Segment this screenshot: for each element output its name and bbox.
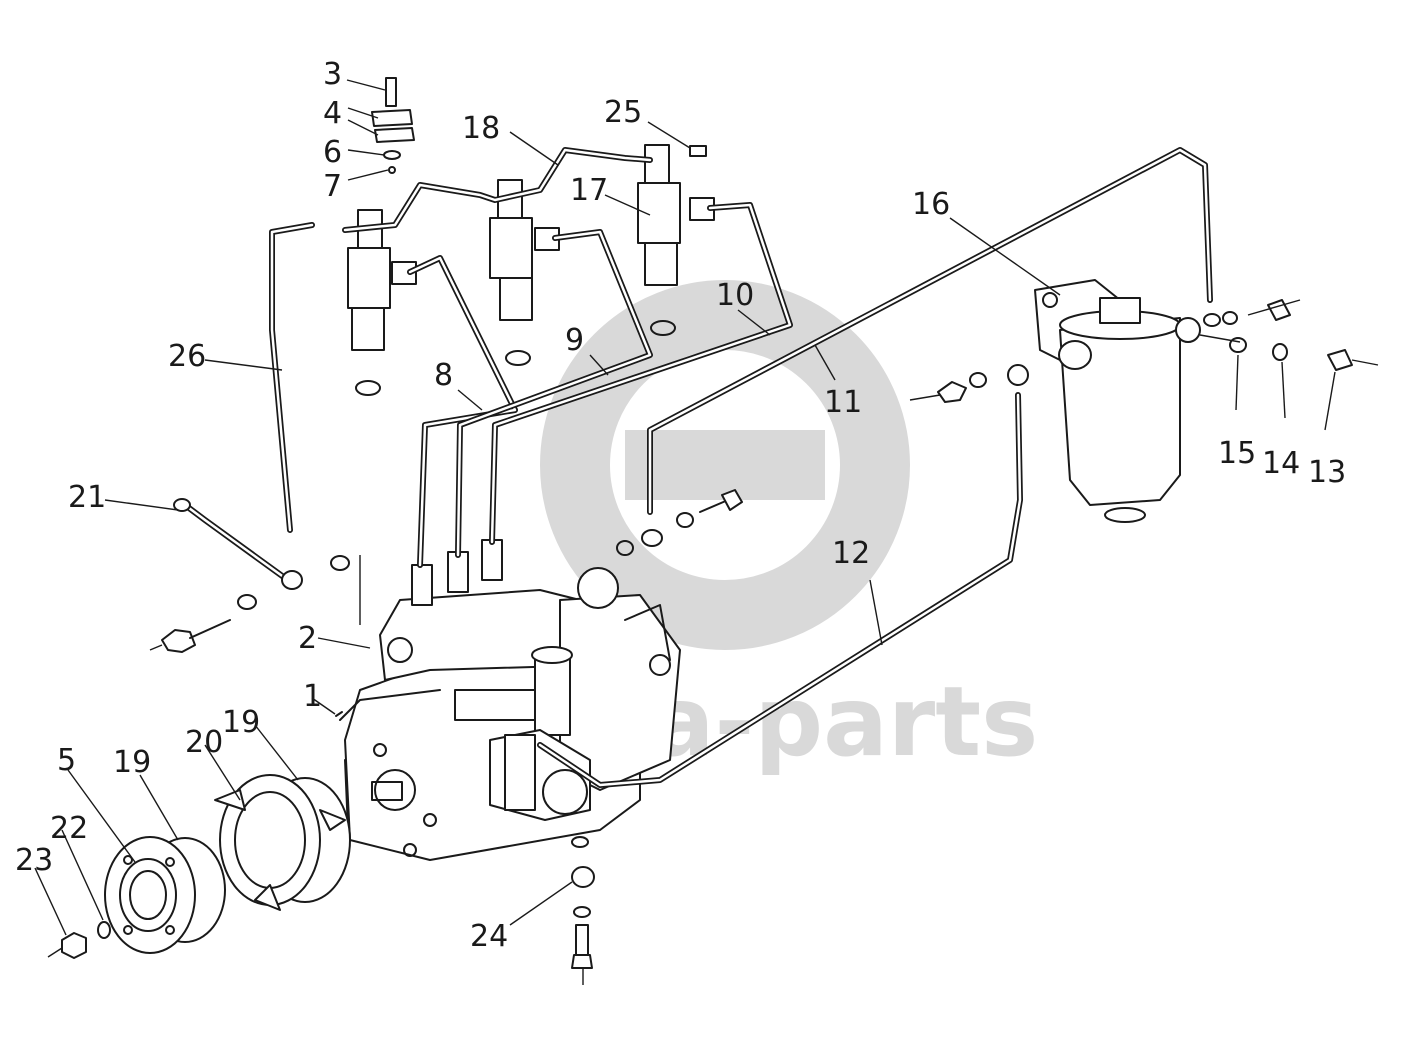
callout-22: 22: [50, 811, 88, 846]
key-1: [335, 711, 343, 717]
callout-labels: 1 2 3 4 5 6 7 8 9 10 11 12 13 14 15 16 1…: [15, 57, 1346, 954]
callout-18: 18: [462, 111, 500, 146]
banjo-hardware-left: [149, 555, 361, 653]
callout-5: 5: [57, 743, 76, 778]
callout-23: 23: [15, 843, 53, 878]
callout-7: 7: [323, 169, 342, 204]
leader-lines: [34, 79, 1336, 936]
fuel-pipe-12: [537, 392, 1023, 788]
banjo-hardware-bottom: [571, 836, 595, 985]
clamp-assembly: [371, 77, 415, 174]
callout-11: 11: [824, 385, 862, 420]
callout-14: 14: [1262, 446, 1300, 481]
injection-pump: [339, 539, 681, 861]
callout-4: 4: [323, 96, 342, 131]
callout-19-flange: 19: [222, 705, 260, 740]
callout-15: 15: [1218, 436, 1256, 471]
banjo-hardware-centre: [616, 489, 743, 556]
injector-2: [489, 179, 560, 366]
pin-25: [689, 145, 707, 157]
return-pipe-26: [269, 222, 315, 533]
leak-off-pipe: [342, 147, 653, 233]
callout-10: 10: [716, 278, 754, 313]
hp-pipe-9: [455, 229, 653, 558]
callout-24: 24: [470, 919, 508, 954]
callout-26: 26: [168, 339, 206, 374]
hp-pipe-10: [489, 202, 793, 545]
callout-19-hub: 19: [113, 745, 151, 780]
callout-21: 21: [68, 480, 106, 515]
washer-22: [97, 921, 111, 939]
callout-8: 8: [434, 358, 453, 393]
fuel-pipe-11: [647, 147, 1213, 515]
callout-6: 6: [323, 135, 342, 170]
hp-pipe-8: [407, 255, 518, 568]
drive-flange-20: [214, 774, 351, 911]
callout-20: 20: [185, 725, 223, 760]
callout-2: 2: [298, 621, 317, 656]
callout-3: 3: [323, 57, 342, 92]
callout-13: 13: [1308, 455, 1346, 490]
callout-25: 25: [604, 95, 642, 130]
nut-23: [47, 932, 87, 959]
callout-1: 1: [303, 679, 322, 714]
drive-hub-5: [104, 836, 226, 954]
callout-9: 9: [565, 323, 584, 358]
fuel-filter: [909, 279, 1379, 523]
pipe-21: [173, 498, 303, 590]
callout-12: 12: [832, 536, 870, 571]
callout-16: 16: [912, 187, 950, 222]
callout-17: 17: [570, 173, 608, 208]
injector-1: [347, 209, 417, 396]
